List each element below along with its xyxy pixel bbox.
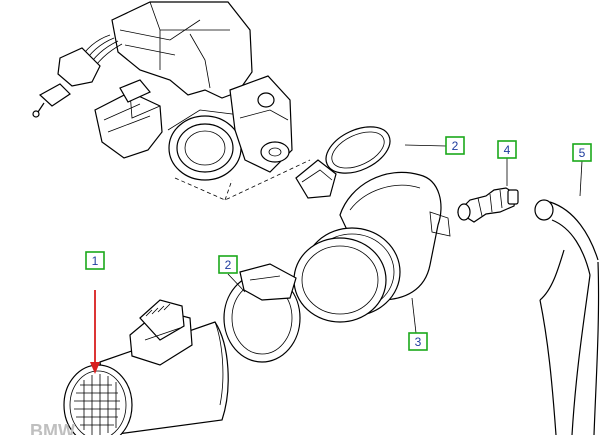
callout-3: 3 (408, 332, 428, 351)
partial-lettering: BMW (30, 421, 75, 435)
vent-hose (534, 199, 600, 435)
leader-lines (227, 144, 583, 334)
callout-2-lower-label: 2 (225, 258, 232, 272)
callout-2-lower: 2 (218, 255, 238, 274)
callout-5-label: 5 (579, 146, 586, 160)
hose-clamp-lower (223, 263, 301, 363)
throttle-body (32, 1, 311, 201)
callout-2-upper: 2 (445, 136, 465, 155)
intake-boot (293, 171, 451, 323)
callout-3-label: 3 (415, 335, 422, 349)
air-mass-meter (63, 299, 229, 435)
mesh-screen (74, 374, 120, 435)
hose-clamp-upper (295, 126, 391, 199)
callout-4-label: 4 (504, 143, 511, 157)
elbow-fitting (457, 187, 519, 223)
callout-1: 1 (85, 251, 105, 270)
callout-1-label: 1 (92, 254, 99, 268)
callout-5: 5 (572, 143, 592, 162)
red-arrow (90, 290, 100, 374)
callout-2-upper-label: 2 (452, 139, 459, 153)
callout-4: 4 (497, 140, 517, 159)
